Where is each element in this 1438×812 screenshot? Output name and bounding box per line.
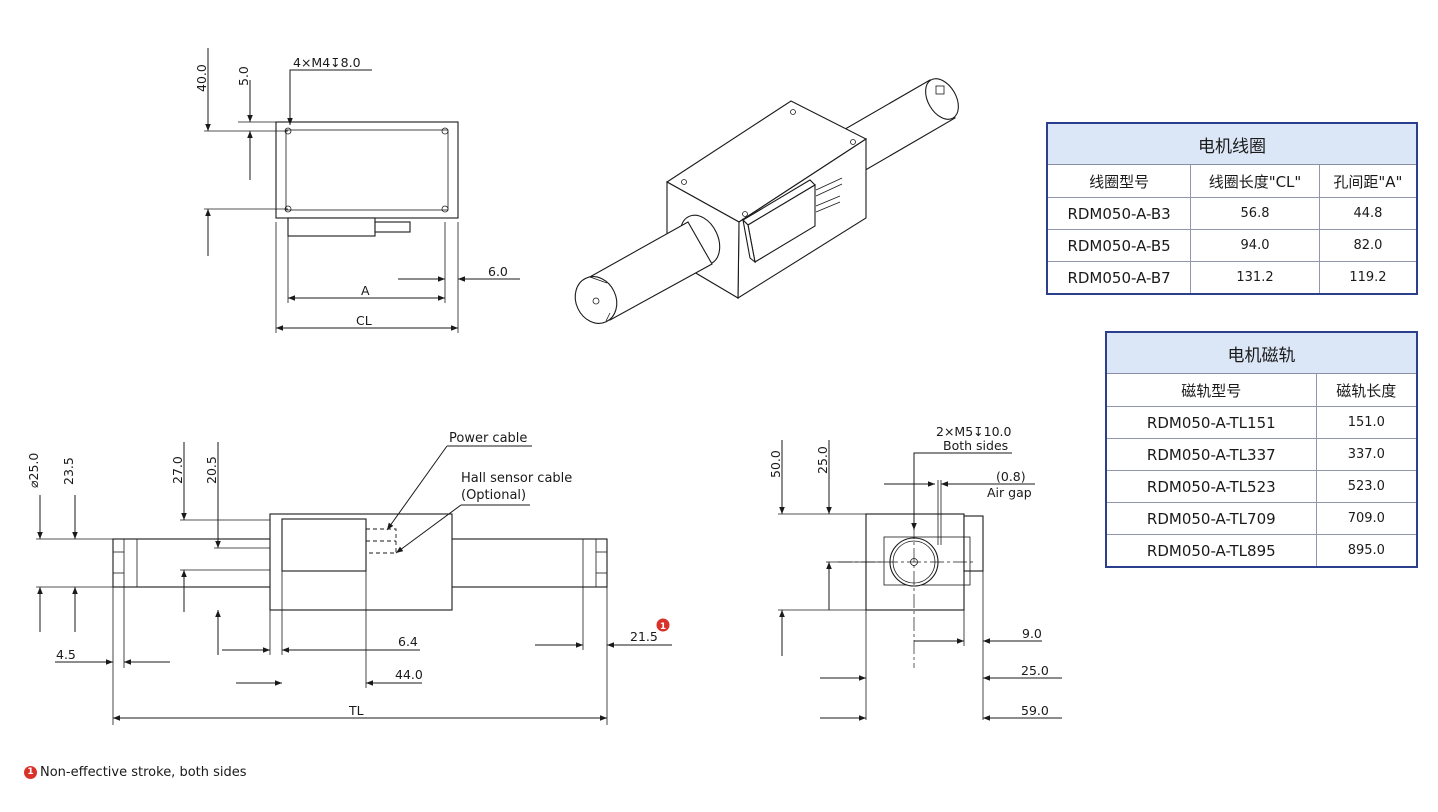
dim-27: 27.0 — [170, 456, 185, 484]
coil-header-length: 线圈长度"CL" — [1190, 164, 1320, 198]
coil-table-title: 电机线圈 — [1047, 123, 1417, 165]
air-gap-label: Air gap — [987, 485, 1032, 500]
track-length: 337.0 — [1315, 438, 1418, 471]
dim-9: 9.0 — [1022, 626, 1042, 641]
dim-dia25: ⌀25.0 — [26, 453, 41, 488]
top-view: 40.0 5.0 4×M4↧8.0 6.0 A CL — [194, 48, 520, 333]
dim-20-5: 20.5 — [204, 456, 219, 484]
track-length: 895.0 — [1315, 534, 1418, 568]
coil-spacing: 44.8 — [1318, 197, 1418, 230]
track-model: RDM050-A-TL523 — [1105, 470, 1317, 503]
coil-length: 131.2 — [1190, 261, 1320, 295]
table-row: RDM050-A-TL337 337.0 — [1105, 438, 1418, 471]
table-row: RDM050-A-TL523 523.0 — [1105, 470, 1418, 503]
note-marker-badge — [656, 618, 670, 632]
dim-6-4: 6.4 — [398, 634, 418, 649]
dim-5: 5.0 — [236, 66, 251, 86]
cable-outlet — [287, 217, 376, 237]
dim-44: 44.0 — [395, 667, 423, 682]
dim-23-5: 23.5 — [61, 457, 76, 485]
coil-spacing: 82.0 — [1318, 229, 1418, 262]
coil-model: RDM050-A-B7 — [1046, 261, 1192, 295]
dim-50: 50.0 — [768, 450, 783, 478]
table-row: RDM050-A-TL895 895.0 — [1105, 534, 1418, 568]
track-model: RDM050-A-TL895 — [1105, 534, 1317, 568]
note-marker-number: 1 — [660, 622, 666, 632]
dim-TL: TL — [348, 703, 364, 718]
track-model: RDM050-A-TL337 — [1105, 438, 1317, 471]
dim-4-5: 4.5 — [56, 647, 76, 662]
dim-25-horizontal: 25.0 — [1021, 663, 1049, 678]
dim-6: 6.0 — [488, 264, 508, 279]
coil-length: 94.0 — [1190, 229, 1320, 262]
dim-40: 40.0 — [194, 64, 209, 92]
coil-spacing: 119.2 — [1318, 261, 1418, 295]
table-row: RDM050-A-B7 131.2 119.2 — [1046, 261, 1418, 295]
power-cable-label: Power cable — [449, 431, 527, 446]
coil-header-model: 线圈型号 — [1046, 164, 1192, 198]
dim-59: 59.0 — [1021, 703, 1049, 718]
table-row: RDM050-A-B3 56.8 44.8 — [1046, 197, 1418, 230]
track-length: 709.0 — [1315, 502, 1418, 535]
track-header-model: 磁轨型号 — [1105, 373, 1317, 407]
footnote-marker: 1 — [24, 766, 37, 779]
side-view: Power cable Hall sensor cable (Optional)… — [26, 431, 672, 725]
table-row: RDM050-A-TL151 151.0 — [1105, 406, 1418, 439]
dim-0-8: (0.8) — [996, 469, 1026, 484]
end-holes-note: 2×M5↧10.0 — [936, 424, 1012, 439]
table-row: RDM050-A-TL709 709.0 — [1105, 502, 1418, 535]
end-holes-both-sides: Both sides — [943, 438, 1008, 453]
coil-header-spacing: 孔间距"A" — [1318, 164, 1418, 198]
table-row: RDM050-A-B5 94.0 82.0 — [1046, 229, 1418, 262]
coil-spec-table: 电机线圈 线圈型号 线圈长度"CL" 孔间距"A" RDM050-A-B3 56… — [1046, 122, 1418, 295]
track-model: RDM050-A-TL151 — [1105, 406, 1317, 439]
dim-21-5: 21.5 — [630, 629, 658, 644]
track-table-title: 电机磁轨 — [1106, 332, 1417, 374]
coil-model: RDM050-A-B5 — [1046, 229, 1192, 262]
track-length: 523.0 — [1315, 470, 1418, 503]
track-length: 151.0 — [1315, 406, 1418, 439]
coil-model: RDM050-A-B3 — [1046, 197, 1192, 230]
dim-25-vertical: 25.0 — [815, 446, 830, 474]
isometric-view — [574, 78, 959, 324]
hall-cable-optional: (Optional) — [461, 488, 526, 503]
footnote-text: Non-effective stroke, both sides — [40, 765, 247, 780]
track-spec-table: 电机磁轨 磁轨型号 磁轨长度 RDM050-A-TL151 151.0 RDM0… — [1105, 331, 1418, 568]
holes-note: 4×M4↧8.0 — [293, 55, 361, 70]
track-model: RDM050-A-TL709 — [1105, 502, 1317, 535]
dim-CL: CL — [356, 313, 372, 328]
hall-cable-label: Hall sensor cable — [461, 471, 572, 486]
dim-A: A — [361, 283, 370, 298]
footnote: 1 Non-effective stroke, both sides — [24, 765, 247, 780]
coil-length: 56.8 — [1190, 197, 1320, 230]
coil-outline — [275, 121, 459, 219]
track-header-length: 磁轨长度 — [1315, 373, 1418, 407]
end-view: 50.0 25.0 2×M5↧10.0 Both sides (0.8) Air… — [768, 424, 1062, 721]
